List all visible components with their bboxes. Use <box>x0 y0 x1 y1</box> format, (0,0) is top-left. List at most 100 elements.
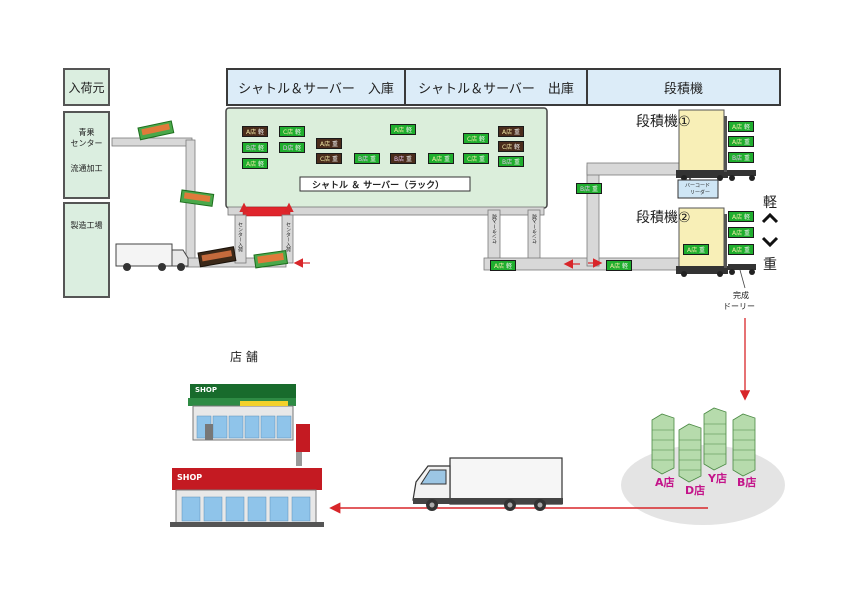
cargo-label-rack-15: B店重 <box>498 156 524 167</box>
cargo-label-stk1-2: B店重 <box>728 152 754 163</box>
barcode-reader-box <box>677 179 719 199</box>
cargo-label-weight: 重 <box>592 186 599 193</box>
conveyor-text-3: センター入荷 <box>492 214 498 244</box>
cargo-label-weight: 軽 <box>295 145 302 152</box>
cargo-label-rack-4: A店軽 <box>242 158 268 169</box>
cargo-label-store: B店 <box>501 159 513 166</box>
source-header: 入荷元 <box>63 68 110 106</box>
header-outbound: シャトル＆サーバー 出庫 <box>404 68 588 106</box>
header-stacker: 段積機 <box>586 68 781 106</box>
shop-green-icon <box>188 384 296 441</box>
cargo-label-store: C店 <box>466 156 478 163</box>
cargo-label-weight: 重 <box>332 156 339 163</box>
cargo-label-weight: 重 <box>370 156 377 163</box>
cargo-label-weight: 軽 <box>479 136 486 143</box>
dolly-store-y: Y店 <box>708 472 727 485</box>
cargo-label-weight: 軽 <box>744 124 751 131</box>
weight-arrow-down-icon <box>761 236 779 248</box>
shop-sign-green: SHOP <box>195 386 217 394</box>
stacker-2-title: 段積機② <box>636 210 691 226</box>
cargo-label-rack-8: A店軽 <box>390 124 416 135</box>
cargo-label-weight: 軽 <box>622 263 629 270</box>
cargo-label-weight: 軽 <box>258 129 265 136</box>
shop-sign-red: SHOP <box>177 473 203 482</box>
dolly-line2: ドーリー <box>723 302 755 311</box>
cargo-label-weight: 軽 <box>744 214 751 221</box>
cargo-label-rack-12: C店重 <box>463 153 489 164</box>
cargo-label-store: A店 <box>731 230 743 237</box>
cargo-label-conv-1: B店重 <box>576 183 602 194</box>
cargo-label-rack-5: A店重 <box>316 138 342 149</box>
stacker-1-title: 段積機① <box>636 114 691 130</box>
cargo-label-weight: 重 <box>444 156 451 163</box>
cargo-label-store: A店 <box>501 129 513 136</box>
stacker-1-machine <box>676 109 728 181</box>
cargo-label-store: B店 <box>731 155 743 162</box>
cargo-label-rack-7: B店重 <box>354 153 380 164</box>
header-outbound-text: シャトル＆サーバー 出庫 <box>418 81 574 97</box>
crate-3 <box>197 246 237 268</box>
cargo-label-stk2-3: A店重 <box>683 244 709 255</box>
cargo-label-rack-10: A店重 <box>428 153 454 164</box>
cargo-label-stk2-0: A店軽 <box>728 211 754 222</box>
cargo-label-weight: 軽 <box>258 145 265 152</box>
cargo-label-store: C店 <box>501 144 513 151</box>
cargo-label-store: B店 <box>357 156 369 163</box>
cargo-label-weight: 重 <box>332 141 339 148</box>
cargo-label-conv-2: A店軽 <box>606 260 632 271</box>
vegetables-line2: センター <box>70 139 103 148</box>
conveyor-text-1: センター入荷 <box>237 222 243 252</box>
crate-2 <box>179 189 215 207</box>
cargo-label-weight: 重 <box>744 155 751 162</box>
weight-arrow-up-icon <box>761 212 779 224</box>
cargo-label-rack-3: D店軽 <box>279 142 305 153</box>
stacker-2-machine <box>676 207 728 277</box>
cargo-label-store: C店 <box>282 129 294 136</box>
cargo-label-stk1-1: A店重 <box>728 136 754 147</box>
cargo-label-store: A店 <box>686 247 698 254</box>
cargo-label-rack-13: A店重 <box>498 126 524 137</box>
crate-4 <box>253 249 289 269</box>
header-stacker-text: 段積機 <box>663 81 703 97</box>
cargo-label-weight: 重 <box>744 230 751 237</box>
cargo-label-rack-9: B店重 <box>390 153 416 164</box>
cargo-label-rack-1: C店軽 <box>279 126 305 137</box>
cargo-label-weight: 重 <box>744 247 751 254</box>
cargo-label-stk2-1: A店重 <box>728 227 754 238</box>
cargo-label-store: A店 <box>245 129 257 136</box>
cargo-label-rack-6: C店重 <box>316 153 342 164</box>
cargo-label-rack-0: A店軽 <box>242 126 268 137</box>
stacker-2-dolly <box>728 264 756 275</box>
barcode-line2: リーダー <box>690 190 711 196</box>
cargo-label-store: B店 <box>245 145 257 152</box>
cargo-label-store: B店 <box>393 156 405 163</box>
header-inbound: シャトル＆サーバー 入庫 <box>226 68 406 106</box>
header-inbound-text: シャトル＆サーバー 入庫 <box>238 81 394 97</box>
cargo-label-weight: 軽 <box>514 144 521 151</box>
rack-name-bar <box>299 176 471 192</box>
cargo-label-conv-0: A店軽 <box>490 260 516 271</box>
cargo-label-store: A店 <box>731 214 743 221</box>
dolly-stack-icons <box>651 407 756 483</box>
cargo-label-weight: 重 <box>479 156 486 163</box>
delivery-truck-icon <box>412 457 563 511</box>
cargo-label-weight: 重 <box>406 156 413 163</box>
cargo-label-weight: 軽 <box>258 161 265 168</box>
cargo-label-weight: 軽 <box>506 263 513 270</box>
cargo-label-store: A店 <box>609 263 621 270</box>
shop-pole-icon <box>296 424 310 466</box>
cargo-label-store: B店 <box>579 186 591 193</box>
cargo-label-rack-11: C店軽 <box>463 133 489 144</box>
cargo-label-store: C店 <box>466 136 478 143</box>
cargo-label-store: C店 <box>319 156 331 163</box>
barcode-line1: バーコード <box>685 183 711 189</box>
cargo-label-store: A店 <box>431 156 443 163</box>
weight-heavy: 重 <box>763 257 777 273</box>
cargo-label-rack-2: B店軽 <box>242 142 268 153</box>
rack-name: シャトル ＆ サーバー（ラック） <box>312 181 445 191</box>
distribution-text: 流通加工 <box>70 164 103 173</box>
source-factory: 製造工場 <box>63 202 110 298</box>
vegetables-line1: 青果 <box>78 128 95 137</box>
cargo-label-stk1-0: A店軽 <box>728 121 754 132</box>
cargo-label-weight: 重 <box>699 247 706 254</box>
